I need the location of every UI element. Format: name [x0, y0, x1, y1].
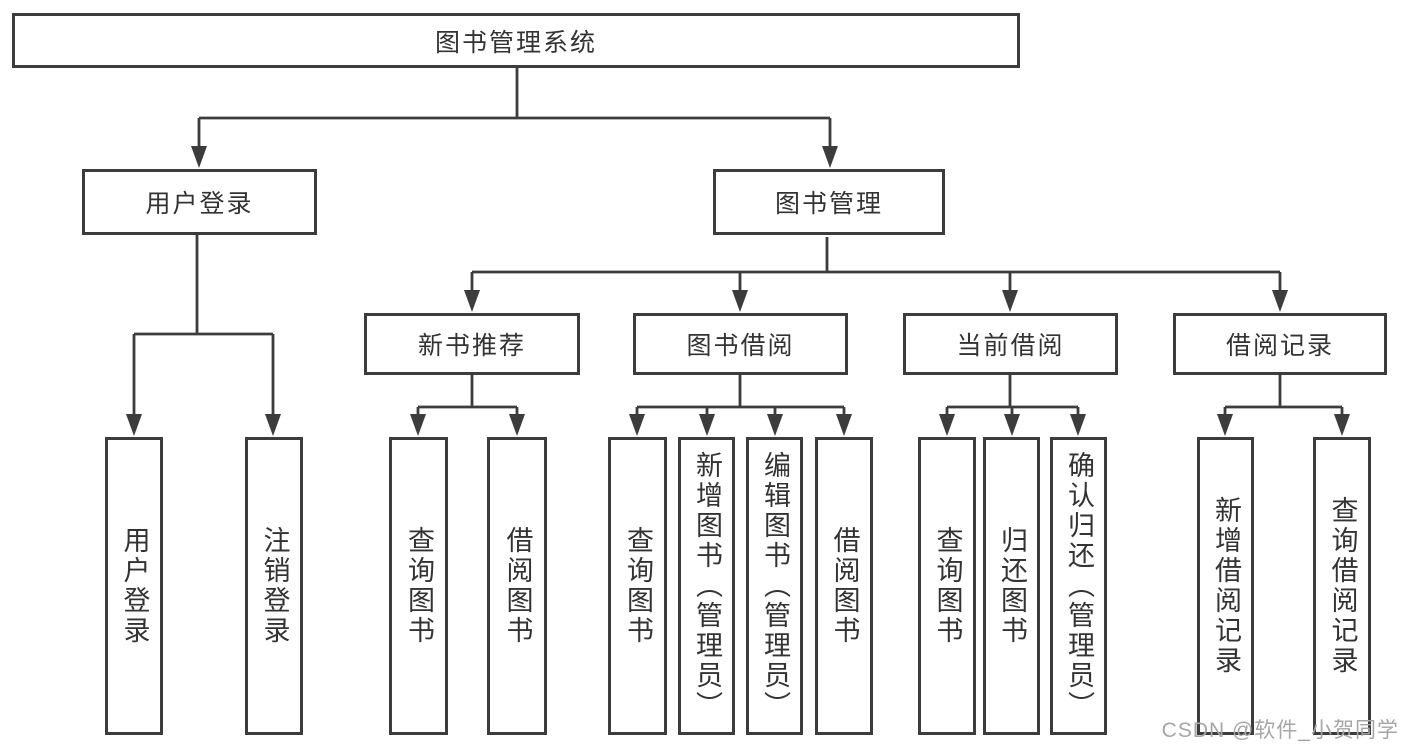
node-borrow-record: 借阅记录: [1173, 313, 1387, 375]
node-book-mgmt: 图书管理: [713, 169, 945, 235]
node-br-query: 查询借阅记录: [1313, 437, 1371, 735]
node-user-login-label: 用户登录: [119, 526, 150, 646]
node-bb-edit: 编辑图书（管理员）: [746, 437, 803, 735]
node-bb-add: 新增图书（管理员）: [678, 437, 735, 735]
node-bb-query-label: 查询图书: [623, 526, 653, 646]
watermark: CSDN @软件_小贺同学: [1161, 719, 1399, 742]
node-cb-return-label: 归还图书: [997, 526, 1027, 646]
node-cb-query-label: 查询图书: [932, 526, 963, 646]
node-borrow-record-label: 借阅记录: [1225, 332, 1334, 360]
node-nb-borrow-label: 借阅图书: [502, 526, 533, 646]
node-br-add-label: 新增借阅记录: [1211, 496, 1241, 676]
node-logout: 注销登录: [245, 437, 303, 735]
node-bb-edit-label: 编辑图书（管理员）: [760, 451, 790, 721]
node-book-mgmt-label: 图书管理: [774, 190, 883, 218]
node-new-book-rec: 新书推荐: [364, 313, 580, 375]
node-bb-borrow-label: 借阅图书: [829, 526, 860, 646]
node-user-login-group: 用户登录: [82, 169, 317, 235]
node-nb-query-label: 查询图书: [404, 526, 434, 646]
node-bb-query: 查询图书: [608, 437, 667, 735]
node-cb-query: 查询图书: [918, 437, 976, 735]
node-system-label: 图书管理系统: [434, 28, 597, 57]
node-bb-borrow: 借阅图书: [815, 437, 873, 735]
node-br-query-label: 查询借阅记录: [1327, 496, 1358, 676]
node-cb-confirm: 确认归还（管理员）: [1050, 437, 1107, 735]
node-nb-query: 查询图书: [389, 437, 448, 735]
node-user-login: 用户登录: [105, 437, 163, 735]
node-current-borrow-label: 当前借阅: [956, 332, 1065, 360]
node-book-borrow: 图书借阅: [633, 313, 848, 375]
node-new-book-rec-label: 新书推荐: [417, 332, 526, 360]
node-br-add: 新增借阅记录: [1197, 437, 1254, 735]
node-logout-label: 注销登录: [259, 526, 290, 646]
node-book-borrow-label: 图书借阅: [686, 332, 795, 360]
node-nb-borrow: 借阅图书: [487, 437, 547, 735]
node-current-borrow: 当前借阅: [903, 313, 1118, 375]
node-bb-add-label: 新增图书（管理员）: [692, 451, 722, 721]
node-cb-confirm-label: 确认归还（管理员）: [1064, 451, 1094, 721]
node-user-login-group-label: 用户登录: [145, 190, 254, 218]
node-cb-return: 归还图书: [983, 437, 1040, 735]
node-system: 图书管理系统: [12, 13, 1020, 68]
